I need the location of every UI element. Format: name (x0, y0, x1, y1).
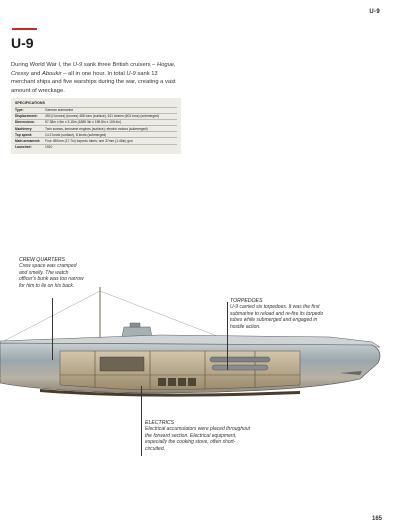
intro-ship-name-1: U-9 (72, 62, 83, 68)
title-accent-bar (12, 28, 37, 30)
keel (40, 389, 300, 397)
spec-key: Launched: (15, 145, 32, 150)
callout-body: Crew space was cramped and smelly. The w… (19, 263, 84, 289)
intro-ship-name-2: U-9 (126, 70, 136, 77)
spec-key: Type: (15, 108, 24, 113)
callout-heading: TORPEDOES (230, 298, 263, 304)
spec-row: Dimensions: 57.38m x 6m x 3.15m (188ft 3i… (15, 118, 177, 125)
spec-key: Dimensions: (15, 120, 35, 125)
intro-text-1: During World War I, the (11, 62, 73, 68)
battery-cell (188, 378, 196, 386)
callout-heading: CREW QUARTERS (19, 257, 66, 263)
specifications-heading: SPECIFICATIONS (15, 101, 45, 105)
spec-row: Launched: 1910 (15, 143, 177, 150)
bridge-rail (129, 322, 141, 328)
intro-text-3: and (29, 70, 42, 77)
callout-body: Electrical accumulators were placed thro… (145, 426, 251, 452)
battery-cell (158, 378, 166, 386)
torpedo (211, 364, 269, 371)
spec-value: 14.2 knots (surface), 8 knots (submerged… (45, 132, 107, 137)
spec-value: 1910 (45, 145, 53, 150)
callout-crew-quarters: CREW QUARTERS Crew space was cramped and… (19, 257, 85, 289)
spec-value: 57.38m x 6m x 3.15m (188ft 3in x 19ft 8i… (45, 120, 122, 125)
rigging-wire (0, 290, 101, 344)
rigging-wire (99, 290, 231, 342)
battery-cell (168, 378, 176, 386)
intro-ship-name-aboukir: Aboukir (41, 70, 62, 77)
callout-leader-crew (52, 298, 53, 360)
spec-value: Four 450mm (17.7in) torpedo tubes; one 3… (45, 139, 133, 144)
intro-paragraph: During World War I, the U-9 sank three B… (11, 61, 181, 95)
spec-row: Top speed: 14.2 knots (surface), 8 knots … (15, 131, 177, 137)
spec-row: Main armament: Four 450mm (17.7in) torped… (15, 137, 177, 143)
callout-torpedoes: TORPEDOES U-9 carried six torpedoes. It … (230, 298, 330, 330)
spec-row: Type: German submarine (15, 106, 177, 113)
page-title: U-9 (11, 35, 34, 51)
page-number: 165 (371, 516, 382, 522)
callout-leader-torpedoes (227, 302, 228, 370)
submarine-cutaway-illustration (0, 287, 381, 397)
spec-row: Machinery: Twin screws, kerosene engines … (15, 125, 177, 131)
callout-heading: ELECTRICS (145, 420, 175, 426)
battery-cell (178, 378, 186, 386)
torpedo (209, 356, 271, 363)
spec-key: Displacement: (15, 114, 38, 119)
callout-body: U-9 carried six torpedoes. It was the fi… (230, 304, 324, 330)
intro-ship-names: Hogue, Cressy (11, 62, 176, 77)
spec-value: Twin screws, kerosene engines (surface);… (45, 126, 148, 131)
running-head: U-9 (369, 9, 380, 15)
spec-row: Displacement: 493 (t tonnes) (tonnes) 485… (15, 112, 177, 119)
spec-key: Main armament: (15, 139, 41, 144)
specifications-table: SPECIFICATIONS Type: German submarine Dis… (11, 98, 181, 154)
engine-machinery (99, 356, 145, 372)
spec-value: German submarine (45, 108, 74, 113)
spec-key: Machinery: (15, 126, 33, 131)
callout-leader-electrics (141, 386, 142, 456)
intro-text-4: – all in one hour. In total (61, 70, 127, 77)
intro-text-5: sank 13 merchant ships and five warships… (11, 70, 176, 94)
spec-value: 493 (t tonnes) (tonnes) 485 tons (surfac… (45, 114, 160, 119)
callout-electrics: ELECTRICS Electrical accumulators were p… (145, 420, 255, 452)
spec-key: Top speed: (15, 132, 33, 137)
bow-plane (340, 371, 362, 375)
intro-text-2: sank three British cruisers – (82, 62, 157, 68)
